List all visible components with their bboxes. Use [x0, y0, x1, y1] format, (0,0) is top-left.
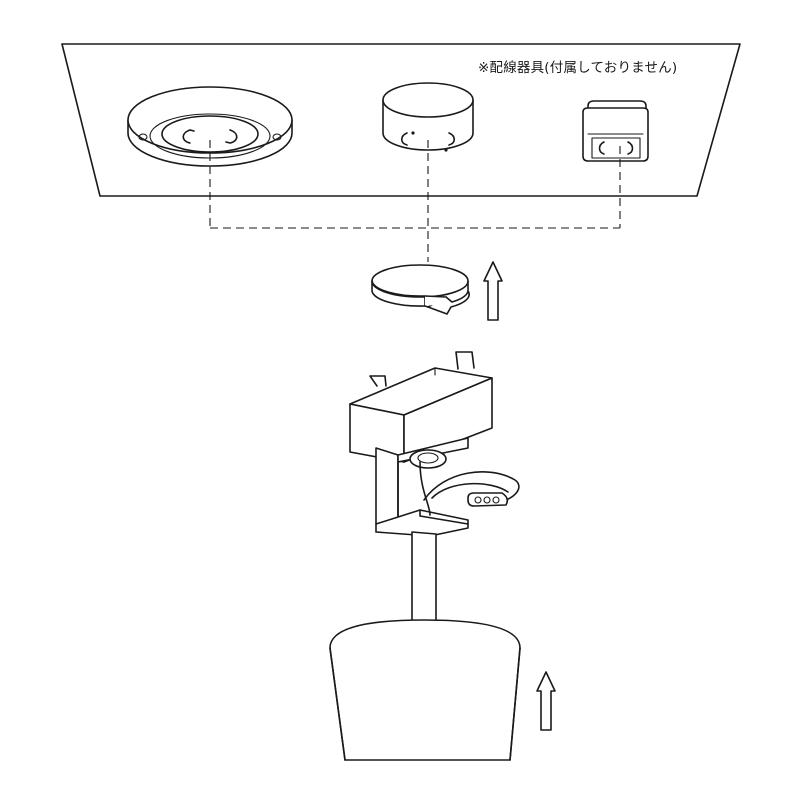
- wiring-note: ※配線器具(付属しておりません): [478, 60, 678, 76]
- cylinder-hook-fixture: [382, 82, 474, 152]
- guide-lines: [209, 140, 621, 262]
- square-hook-fixture: [582, 100, 649, 162]
- rotate-arrow-icon: [371, 264, 470, 315]
- pendant-plug-block: [349, 351, 520, 537]
- lamp-shade: [329, 619, 521, 761]
- ceiling-plate: [61, 43, 741, 197]
- pendant-cord: [411, 531, 437, 623]
- up-arrow-icon: [536, 671, 556, 731]
- up-arrow-icon: [483, 261, 503, 321]
